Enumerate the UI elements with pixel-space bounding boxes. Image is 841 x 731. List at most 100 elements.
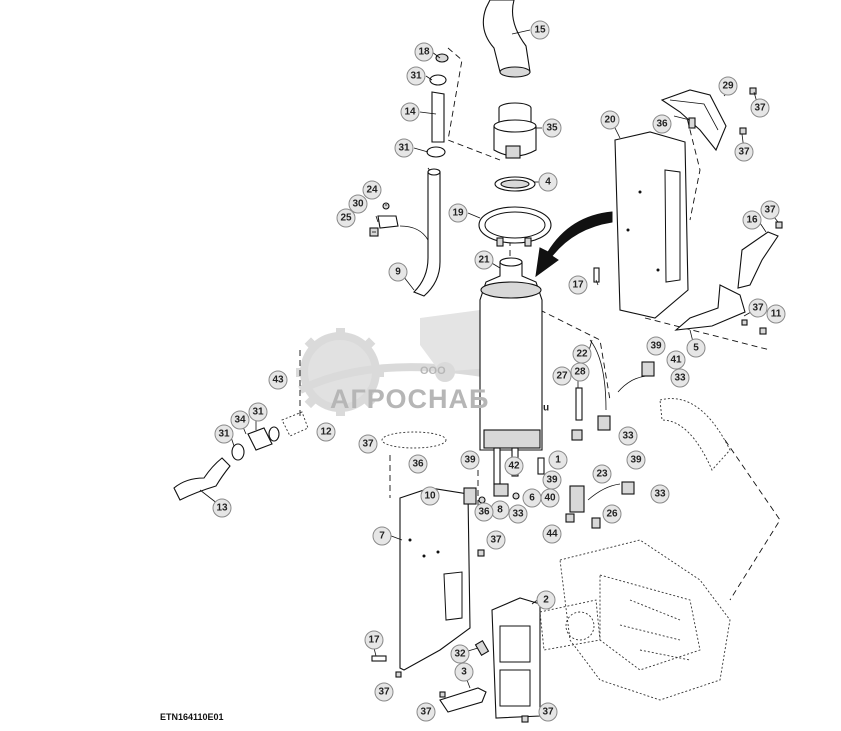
callout-44: 44	[542, 524, 562, 544]
callout-bubble	[248, 402, 268, 422]
callout-28: 28	[570, 362, 590, 382]
callout-number: 41	[670, 355, 682, 366]
callout-36: 36	[652, 114, 672, 134]
callout-number: 37	[378, 687, 390, 698]
callout-bubble	[336, 208, 356, 228]
callout-39: 39	[626, 450, 646, 470]
callout-bubble	[760, 200, 780, 220]
callout-bubble	[536, 590, 556, 610]
callout-37: 37	[748, 298, 768, 318]
callout-20: 20	[600, 110, 620, 130]
callout-21: 21	[474, 250, 494, 270]
callout-39: 39	[460, 450, 480, 470]
part-9-pipe	[413, 168, 441, 297]
part-32-stud	[474, 640, 490, 656]
callout-number: 5	[693, 343, 699, 354]
callout-number: 27	[556, 371, 568, 382]
callout-31: 31	[406, 66, 426, 86]
callout-8: 8	[490, 500, 510, 520]
callout-10: 10	[420, 486, 440, 506]
engine-ghost-outline	[539, 398, 731, 701]
callout-number: 33	[622, 431, 634, 442]
callout-17: 17	[364, 630, 384, 650]
callout-4: 4	[538, 172, 558, 192]
callout-5: 5	[686, 338, 706, 358]
callout-number: 31	[398, 143, 410, 154]
callout-bubble	[570, 362, 590, 382]
callout-bubble	[652, 114, 672, 134]
callout-43: 43	[268, 370, 288, 390]
callout-number: 37	[754, 103, 766, 114]
callout-number: 16	[746, 215, 758, 226]
callout-number: 37	[738, 147, 750, 158]
callout-bubble	[766, 304, 786, 324]
callout-26: 26	[602, 504, 622, 524]
callout-number: 42	[508, 461, 520, 472]
part-5-curved-bracket	[674, 284, 746, 331]
callout-number: 15	[534, 25, 546, 36]
callout-36: 36	[408, 454, 428, 474]
callout-number: 3	[461, 667, 467, 678]
callout-25: 25	[336, 208, 356, 228]
callout-bubble	[408, 454, 428, 474]
callout-number: 33	[512, 509, 524, 520]
callout-bubble	[530, 20, 550, 40]
part-15-exhaust-elbow	[482, 0, 531, 78]
callout-bubble	[414, 42, 434, 62]
small-hardware	[371, 87, 783, 723]
callout-number: 18	[418, 47, 430, 58]
callout-14: 14	[400, 102, 420, 122]
callout-bubble	[316, 422, 336, 442]
callout-number: 20	[604, 115, 616, 126]
callout-bubble	[666, 350, 686, 370]
callout-number: 36	[656, 119, 668, 130]
callout-number: 23	[596, 469, 608, 480]
callout-bubble	[348, 194, 368, 214]
callout-bubble	[670, 368, 690, 388]
callout-bubble	[548, 450, 568, 470]
callout-bubble	[600, 110, 620, 130]
callout-19: 19	[448, 203, 468, 223]
callout-bubble	[508, 504, 528, 524]
callout-number: 11	[771, 309, 782, 320]
callout-number: 37	[764, 205, 776, 216]
callout-number: 24	[366, 185, 378, 196]
callout-22: 22	[572, 344, 592, 364]
callout-number: 31	[252, 407, 264, 418]
part-2-cover	[491, 597, 541, 719]
callout-bubble	[358, 434, 378, 454]
callout-bubble	[542, 524, 562, 544]
callout-9: 9	[388, 262, 408, 282]
callout-bubble	[742, 210, 762, 230]
callout-37: 37	[486, 530, 506, 550]
callout-bubble	[650, 484, 670, 504]
callout-number: 37	[752, 303, 764, 314]
callout-37: 37	[416, 702, 436, 722]
callout-6: 6	[522, 488, 542, 508]
callout-bubble	[474, 250, 494, 270]
callout-40: 40	[540, 488, 560, 508]
callout-39: 39	[646, 336, 666, 356]
callout-bubble	[454, 662, 474, 682]
callout-number: 17	[572, 280, 584, 291]
part-35-adapter	[493, 102, 537, 159]
callout-37: 37	[538, 702, 558, 722]
callout-bubble	[268, 370, 288, 390]
callout-bubble	[626, 450, 646, 470]
callout-34: 34	[230, 410, 250, 430]
callout-31: 31	[248, 402, 268, 422]
callout-1: 1	[548, 450, 568, 470]
callout-bubble	[542, 118, 562, 138]
callout-29: 29	[718, 76, 738, 96]
callout-15: 15	[530, 20, 550, 40]
part-14-hose	[426, 53, 449, 158]
callout-number: 26	[606, 509, 618, 520]
callout-number: 12	[320, 427, 332, 438]
callout-number: 14	[404, 107, 416, 118]
callout-number: 13	[216, 503, 228, 514]
callout-number: 2	[543, 595, 549, 606]
part-13-hose	[173, 457, 231, 501]
callout-number: 36	[478, 507, 490, 518]
callout-number: 10	[424, 491, 436, 502]
watermark-prefix: ООО	[420, 365, 446, 377]
